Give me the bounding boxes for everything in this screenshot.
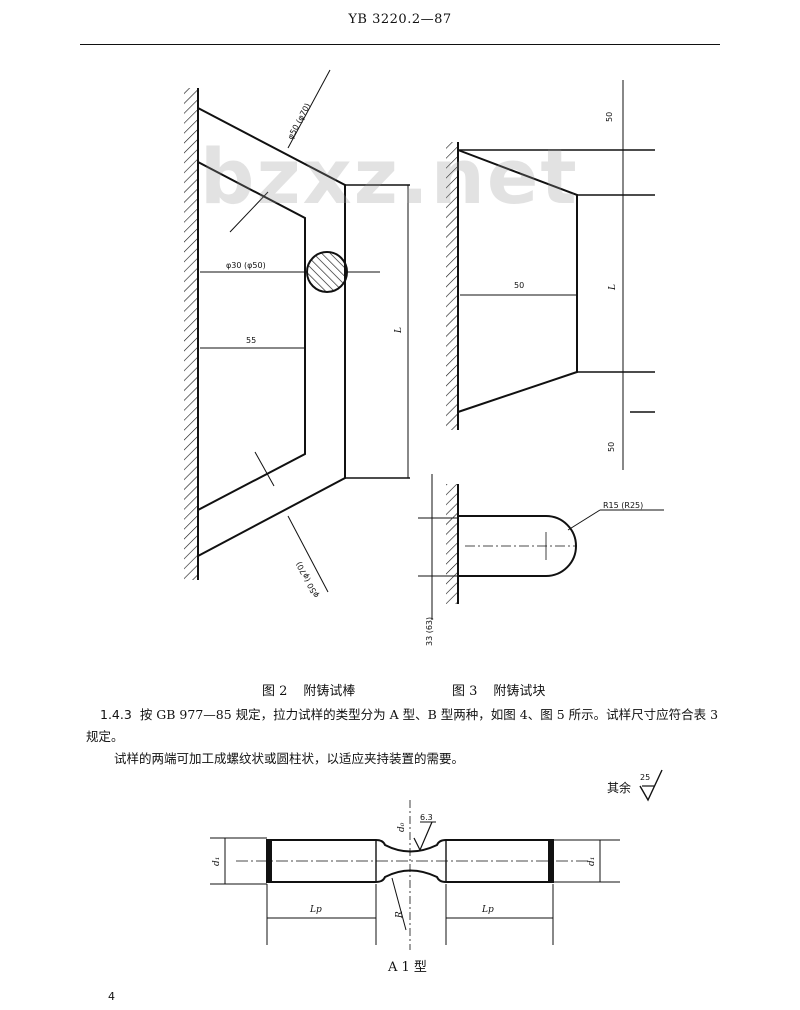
roughness-note: 其余 xyxy=(607,781,632,795)
figure3-drawing: 50 50 L 50 R15 (R25) 33 (63) xyxy=(418,80,664,646)
fig2-dim-width: 55 xyxy=(246,336,256,345)
standard-code: YB 3220.2—87 xyxy=(348,12,452,27)
figure3-caption-text: 附铸试块 xyxy=(493,684,546,699)
fig4-roughness-value: 6.3 xyxy=(420,813,433,822)
fig3-side-view xyxy=(458,515,577,577)
fig4-dim-radius: R xyxy=(395,911,405,919)
roughness-symbol-icon: 25 xyxy=(639,769,663,802)
section-number: 1.4.3 xyxy=(100,707,132,722)
fig2-dim-mid-diameter: φ30 (φ50) xyxy=(226,261,266,270)
fig3-dim-top-height: 50 xyxy=(605,112,614,122)
figure4-drawing: d₀ d₁ d₁ Lp Lp R 6.3 xyxy=(210,800,620,950)
figure4-label: A 1 型 xyxy=(388,960,427,975)
figure3-caption: 图 3 附铸试块 xyxy=(452,680,545,699)
fig3-dim-radius: R15 (R25) xyxy=(603,501,643,510)
fig4-dim-d1-left: d₁ xyxy=(212,857,222,866)
page-number: 4 xyxy=(108,990,115,1003)
figure2-caption-text: 附铸试棒 xyxy=(303,684,356,699)
fig2-dim-bottom-diameter: φ50 (φ70) xyxy=(294,560,321,599)
fig2-dim-length: L xyxy=(394,327,404,334)
fig2-wall-hatch xyxy=(184,88,198,580)
fig3-block-outline xyxy=(457,149,578,413)
watermark: bzxz.net xyxy=(200,132,579,221)
paragraph-1-text: 按 GB 977—85 规定，拉力试样的类型分为 A 型、B 型两种，如图 4、… xyxy=(86,707,719,744)
paragraph-2: 试样的两端可加工成螺纹状或圆柱状，以适应夹持装置的需要。 xyxy=(114,751,465,766)
fig2-inner-outline xyxy=(197,161,306,511)
fig3-dim-width: 50 xyxy=(514,281,524,290)
fig3-dim-thickness: 33 (63) xyxy=(425,617,434,646)
fig4-dim-lp-right: Lp xyxy=(481,905,494,915)
fig4-dim-lp-left: Lp xyxy=(309,905,322,915)
fig2-section-circle xyxy=(306,251,348,293)
fig2-outer-outline xyxy=(197,107,346,557)
fig3-dim-bottom-height: 50 xyxy=(607,442,616,452)
figure2-caption-number: 图 2 xyxy=(262,684,288,699)
figure3-caption-number: 图 3 xyxy=(452,684,478,699)
figure2-caption: 图 2 附铸试棒 xyxy=(262,680,355,699)
roughness-note-value: 25 xyxy=(640,773,650,782)
fig3-dim-length: L xyxy=(608,284,618,291)
fig4-dim-d1-right: d₁ xyxy=(587,857,597,866)
fig4-dim-d0: d₀ xyxy=(397,822,407,832)
header-rule xyxy=(80,44,720,45)
